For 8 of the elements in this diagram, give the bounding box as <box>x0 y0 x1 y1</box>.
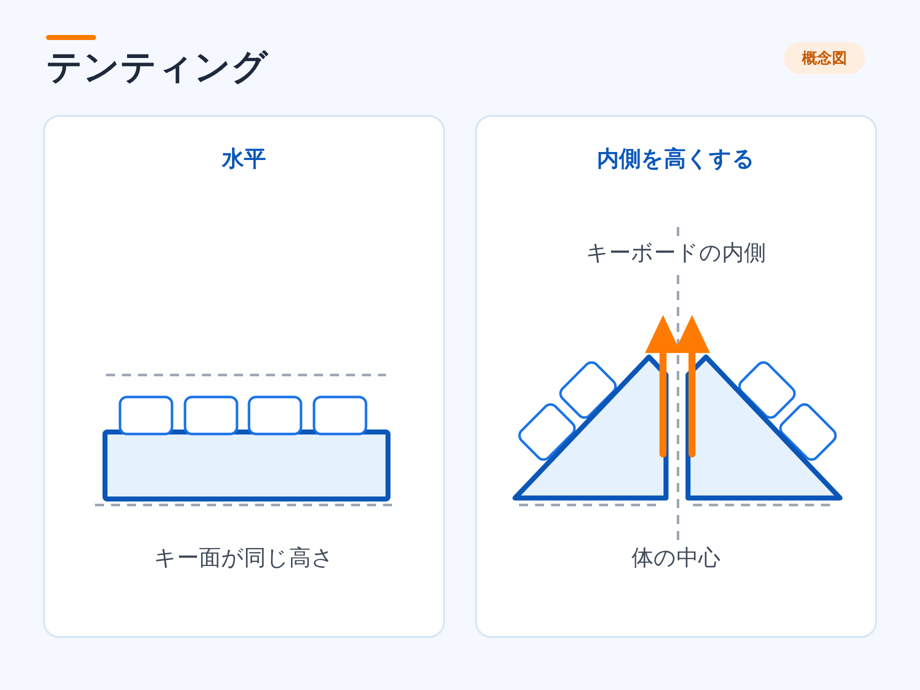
panel-label: キー面が同じ高さ <box>154 545 334 573</box>
panel-heading: 内側を高くする <box>597 146 755 174</box>
axis-label: 体の中心 <box>632 545 720 573</box>
page-title: テンティング <box>46 46 268 90</box>
panel-card <box>475 115 877 638</box>
panel-heading: 水平 <box>222 146 266 174</box>
diagram-type-tag: 概念図 <box>784 42 865 74</box>
panel-card <box>43 115 445 638</box>
